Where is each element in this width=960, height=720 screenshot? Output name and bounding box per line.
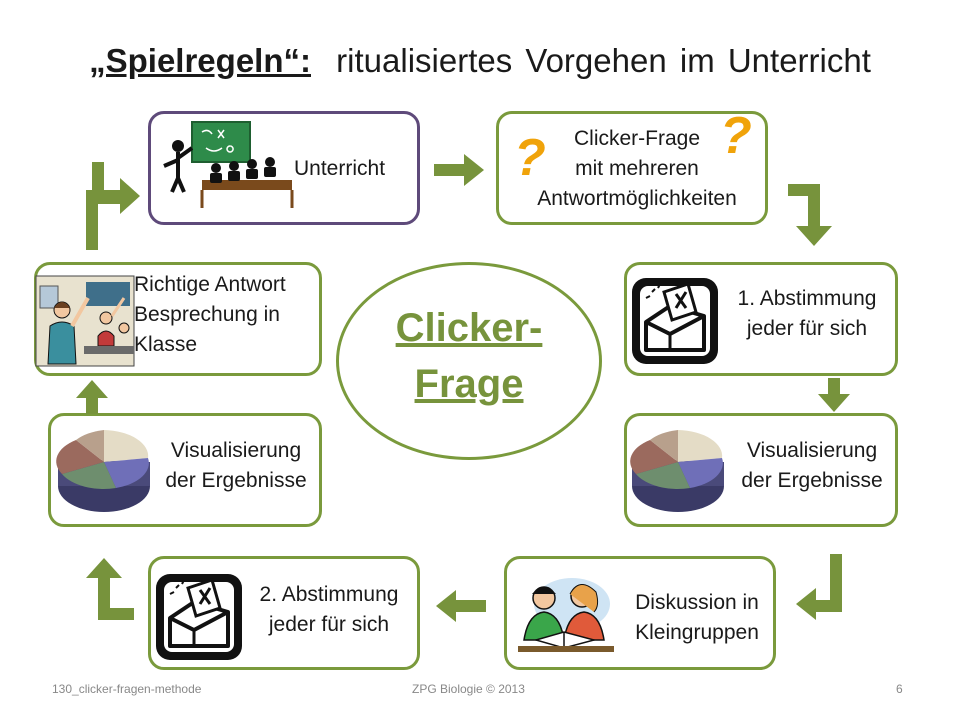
abstimmung-1-text: 1. Abstimmung jeder für sich <box>718 284 896 344</box>
unterricht-label: Unterricht <box>294 157 386 180</box>
box-clicker-frage <box>496 111 768 225</box>
visual-left-text: Visualisierung der Ergebnisse <box>150 436 322 496</box>
abstimmung-2-line-1: 2. Abstimmung <box>259 583 399 606</box>
pie-chart-icon-left <box>56 430 150 512</box>
frage-line-3: Antwortmöglichkeiten <box>537 187 737 210</box>
pie-chart-icon-right <box>630 430 724 512</box>
question-mark-right: ? <box>720 107 752 165</box>
arrow-frage-to-abstimmung <box>788 184 832 246</box>
ballot-box-icon-2 <box>156 574 242 660</box>
frage-line-1: Clicker-Frage <box>573 127 701 150</box>
visual-right-line-1: Visualisierung <box>746 439 878 462</box>
title-lead: „Spielregeln“: <box>89 42 311 79</box>
footer-left: 130_clicker-fragen-methode <box>52 682 202 696</box>
title-rest: ritualisiertes Vorgehen im Unterricht <box>336 42 871 79</box>
class-discussion-illustration <box>35 275 135 367</box>
center-label: Clicker- Frage <box>336 300 602 412</box>
arrow-visual-to-diskussion <box>796 554 842 620</box>
center-line-1: Clicker- <box>395 306 543 350</box>
abstimmung-2-text: 2. Abstimmung jeder für sich <box>240 580 418 640</box>
arrow-abstimmung-to-visual <box>818 378 850 412</box>
classroom-illustration <box>163 121 294 208</box>
abstimmung-1-line-2: jeder für sich <box>746 317 868 340</box>
center-ellipse <box>336 262 602 460</box>
diskussion-line-1: Diskussion in <box>635 591 759 614</box>
abstimmung-1-line-1: 1. Abstimmung <box>737 287 877 310</box>
frage-text: Clicker-Frage mit mehreren Antwortmöglic… <box>506 124 768 214</box>
group-discussion-illustration <box>518 578 614 652</box>
arrow-diskussion-to-abstimmung2 <box>436 590 486 622</box>
abstimmung-2-line-2: jeder für sich <box>268 613 390 636</box>
question-mark-left: ? <box>514 129 546 187</box>
visual-left-line-1: Visualisierung <box>170 439 302 462</box>
visual-left-line-2: der Ergebnisse <box>165 469 307 492</box>
antwort-line-1: Richtige Antwort <box>134 273 286 296</box>
center-line-2: Frage <box>414 362 524 406</box>
visual-right-text: Visualisierung der Ergebnisse <box>726 436 898 496</box>
slide-title: „Spielregeln“: ritualisiertes Vorgehen i… <box>0 42 960 80</box>
visual-right-line-2: der Ergebnisse <box>741 469 883 492</box>
arrow-antwort-to-unterricht <box>86 162 140 250</box>
antwort-line-3: Klasse <box>134 333 198 356</box>
footer-center: ZPG Biologie © 2013 <box>412 682 525 696</box>
footer-page-number: 6 <box>896 682 903 696</box>
frage-line-2: mit mehreren <box>575 157 699 180</box>
antwort-line-2: Besprechung in <box>134 303 280 326</box>
arrow-unterricht-to-frage <box>434 154 484 186</box>
diskussion-text: Diskussion in Kleingruppen <box>620 588 774 648</box>
arrow-visual-left-to-antwort <box>76 380 108 414</box>
arrow-abstimmung2-to-visual-left <box>86 558 134 620</box>
ballot-box-icon-1 <box>632 278 718 364</box>
antwort-text: Richtige Antwort Besprechung in Klasse <box>134 270 320 360</box>
diskussion-line-2: Kleingruppen <box>635 621 759 644</box>
